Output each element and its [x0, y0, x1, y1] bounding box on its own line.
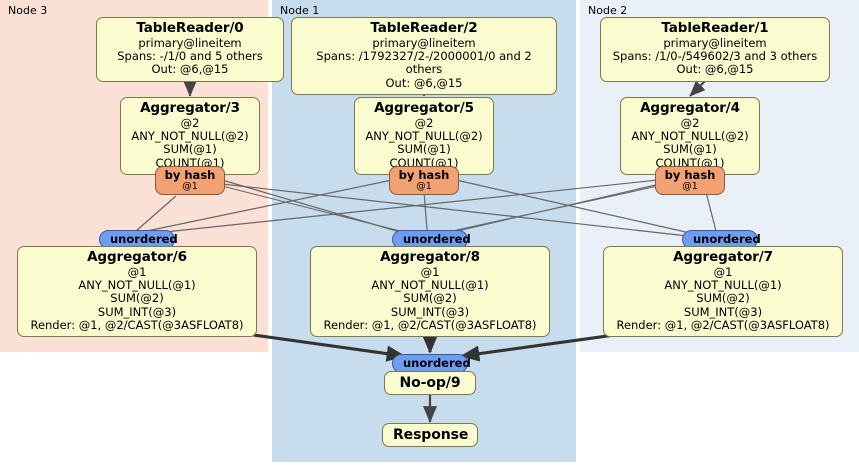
node-spans: Spans: -/1/0 and 5 others — [117, 48, 263, 63]
node-aggregator-6[interactable]: Aggregator/6 @1 ANY_NOT_NULL(@1) SUM(@2)… — [17, 246, 257, 338]
node-agg-1: ANY_NOT_NULL(@2) — [131, 128, 249, 143]
badge-label: unordered — [403, 356, 471, 370]
node-table: primary@lineitem — [663, 35, 767, 50]
badge-by-hash-middle[interactable]: by hash @1 — [389, 166, 459, 196]
panel-label-node-3: Node 3 — [8, 4, 48, 17]
node-title: No-op/9 — [399, 375, 461, 391]
node-tablereader-2[interactable]: TableReader/2 primary@lineitem Spans: /1… — [291, 17, 557, 95]
badge-unordered-right[interactable]: unordered — [682, 230, 761, 249]
node-agg-1: ANY_NOT_NULL(@1) — [371, 277, 489, 292]
node-agg-3: SUM_INT(@3) — [390, 304, 470, 319]
node-render: Render: @1, @2/CAST(@3ASFLOAT8) — [323, 317, 537, 332]
node-render: Render: @1, @2/CAST(@3ASFLOAT8) — [616, 317, 830, 332]
node-out: Out: @6,@15 — [676, 62, 754, 77]
node-group: @1 — [420, 264, 440, 279]
node-aggregator-4[interactable]: Aggregator/4 @2 ANY_NOT_NULL(@2) SUM(@1)… — [620, 97, 760, 175]
node-agg-2: SUM(@2) — [110, 291, 164, 306]
badge-label: by hash — [398, 168, 450, 182]
badge-label: unordered — [403, 232, 471, 246]
node-table: primary@lineitem — [138, 35, 242, 50]
node-title: Response — [393, 427, 469, 443]
node-title: TableReader/2 — [370, 20, 478, 36]
panel-label-node-1: Node 1 — [280, 4, 320, 17]
node-aggregator-5[interactable]: Aggregator/5 @2 ANY_NOT_NULL(@2) SUM(@1)… — [354, 97, 494, 175]
node-title: Aggregator/5 — [374, 100, 474, 116]
badge-label: unordered — [110, 232, 178, 246]
node-title: TableReader/0 — [136, 20, 244, 36]
node-spans: Spans: /1/0-/549602/3 and 3 others — [612, 48, 818, 63]
badge-column: @1 — [682, 180, 698, 192]
node-spans: Spans: /1792327/2-/2000001/0 and 2 other… — [316, 48, 532, 77]
node-agg-1: ANY_NOT_NULL(@2) — [631, 128, 749, 143]
node-agg-3: SUM_INT(@3) — [97, 304, 177, 319]
node-group: @1 — [713, 264, 733, 279]
badge-label: by hash — [164, 168, 216, 182]
node-title: TableReader/1 — [661, 20, 769, 36]
panel-label-node-2: Node 2 — [588, 4, 628, 17]
node-aggregator-3[interactable]: Aggregator/3 @2 ANY_NOT_NULL(@2) SUM(@1)… — [120, 97, 260, 175]
node-agg-3: SUM_INT(@3) — [683, 304, 763, 319]
node-group: @1 — [127, 264, 147, 279]
node-noop-9[interactable]: No-op/9 — [384, 371, 476, 396]
badge-unordered-middle[interactable]: unordered — [392, 230, 471, 249]
node-agg-2: SUM(@2) — [696, 291, 750, 306]
node-title: Aggregator/3 — [140, 100, 240, 116]
node-aggregator-8[interactable]: Aggregator/8 @1 ANY_NOT_NULL(@1) SUM(@2)… — [310, 246, 550, 338]
node-title: Aggregator/8 — [380, 249, 480, 265]
node-tablereader-0[interactable]: TableReader/0 primary@lineitem Spans: -/… — [96, 17, 284, 82]
badge-by-hash-right[interactable]: by hash @1 — [655, 166, 725, 196]
node-aggregator-7[interactable]: Aggregator/7 @1 ANY_NOT_NULL(@1) SUM(@2)… — [603, 246, 843, 338]
badge-label: by hash — [664, 168, 716, 182]
badge-unordered-left[interactable]: unordered — [99, 230, 178, 249]
badge-unordered-final[interactable]: unordered — [392, 354, 471, 373]
node-title: Aggregator/4 — [640, 100, 740, 116]
badge-column: @1 — [182, 180, 198, 192]
node-agg-2: SUM(@2) — [403, 291, 457, 306]
node-out: Out: @6,@15 — [385, 75, 463, 90]
node-response[interactable]: Response — [382, 423, 478, 448]
badge-label: unordered — [693, 232, 761, 246]
node-agg-1: ANY_NOT_NULL(@1) — [664, 277, 782, 292]
node-render: Render: @1, @2/CAST(@3ASFLOAT8) — [30, 317, 244, 332]
node-group: @2 — [414, 115, 434, 130]
node-agg-2: SUM(@1) — [397, 142, 451, 157]
node-group: @2 — [680, 115, 700, 130]
node-agg-1: ANY_NOT_NULL(@1) — [78, 277, 196, 292]
node-agg-2: SUM(@1) — [163, 142, 217, 157]
badge-by-hash-left[interactable]: by hash @1 — [155, 166, 225, 196]
node-title: Aggregator/6 — [87, 249, 187, 265]
node-group: @2 — [180, 115, 200, 130]
badge-column: @1 — [416, 180, 432, 192]
node-agg-2: SUM(@1) — [663, 142, 717, 157]
node-agg-1: ANY_NOT_NULL(@2) — [365, 128, 483, 143]
node-table: primary@lineitem — [372, 35, 476, 50]
node-tablereader-1[interactable]: TableReader/1 primary@lineitem Spans: /1… — [600, 17, 830, 82]
node-title: Aggregator/7 — [673, 249, 773, 265]
node-out: Out: @6,@15 — [151, 62, 229, 77]
